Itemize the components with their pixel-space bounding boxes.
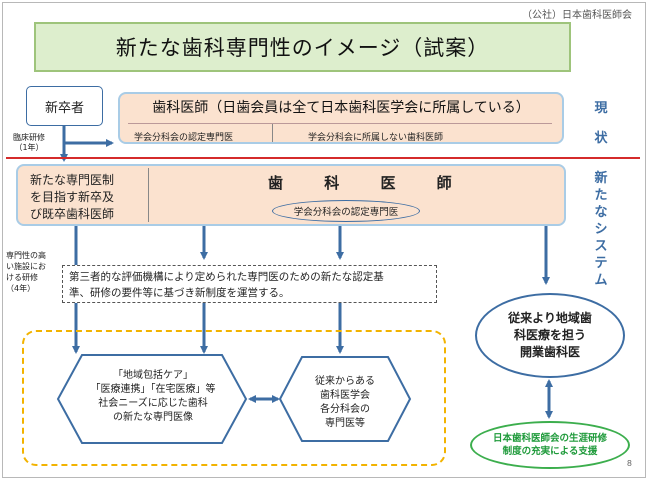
current-status-label: 現 状 xyxy=(588,98,614,150)
page-title: 新たな歯科専門性のイメージ（試案） xyxy=(115,36,490,60)
support-line: 制度の充実による支援 xyxy=(502,446,598,457)
new-label-char: テ xyxy=(594,256,608,271)
new-label-char: ス xyxy=(594,239,608,254)
social-needs-line: 「医療連携」「在宅医療」等 xyxy=(90,384,216,395)
new-left-line: び既卒歯科医師 xyxy=(30,207,115,221)
new-label-char: た xyxy=(594,188,608,203)
new-left-line: を目指す新卒及 xyxy=(30,190,115,204)
local-practitioner-line: 従来より地域歯 xyxy=(508,311,592,325)
social-needs-text: 「地域包括ケア」 「医療連携」「在宅医療」等 社会ニーズに応じた歯科 の新たな専… xyxy=(78,369,228,425)
clinical-training-duration: （1年） xyxy=(14,143,44,152)
local-practitioner-oval: 従来より地域歯 科医療を担う 開業歯科医 xyxy=(475,293,625,378)
organization-label: （公社）日本歯科医師会 xyxy=(522,10,632,21)
existing-specialists-text: 従来からある 歯科医学会 各分科会の 専門医等 xyxy=(290,375,400,431)
lifelong-training-support-oval: 日本歯科医師会の生涯研修 制度の充実による支援 xyxy=(470,421,630,469)
new-label-char: 新 xyxy=(594,171,608,186)
hexagon-social-needs xyxy=(56,354,248,444)
new-system-box: 新たな専門医制 を目指す新卒及 び既卒歯科医師 歯 科 医 師 学会分科会の認定… xyxy=(16,164,566,226)
clinical-training-line: 臨床研修 xyxy=(13,133,45,142)
divider-red-line xyxy=(6,157,640,159)
current-dentist-box: 歯科医師（日歯会員は全て日本歯科医学会に所属している） 学会分科会の認定専門医 … xyxy=(118,92,564,144)
non-affiliated-label: 学会分科会に所属しない歯科医師 xyxy=(308,133,444,143)
third-party-line: 第三者的な評価機構により定められた専門医のための新たな認定基 xyxy=(69,271,384,283)
current-dentist-heading: 歯科医師（日歯会員は全て日本歯科医学会に所属している） xyxy=(152,100,530,116)
advanced-training-line: ける研修 xyxy=(6,273,38,282)
existing-specialists-line: 専門医等 xyxy=(325,418,365,429)
social-needs-line: 社会ニーズに応じた歯科 xyxy=(98,398,208,409)
new-system-divider xyxy=(148,168,149,222)
existing-specialists-line: 歯科医学会 xyxy=(320,390,370,401)
social-needs-line: 「地域包括ケア」 xyxy=(113,370,193,381)
advanced-training-line: （4年） xyxy=(6,284,36,293)
certified-specialist-oval: 学会分科会の認定専門医 xyxy=(272,200,420,222)
current-label-char: 状 xyxy=(594,131,608,146)
new-graduate-label: 新卒者 xyxy=(44,100,84,116)
slide-frame xyxy=(2,2,646,478)
advanced-training-line: 専門性の高 xyxy=(6,251,46,260)
specialist-image-area xyxy=(22,330,446,466)
support-line: 日本歯科医師会の生涯研修 xyxy=(492,433,607,444)
title-banner: 新たな歯科専門性のイメージ（試案） xyxy=(34,22,571,72)
third-party-line: 準、研修の要件等に基づき新制度を運営する。 xyxy=(69,287,290,299)
hexagon-existing-specialists xyxy=(278,356,412,442)
social-needs-line: の新たな専門医像 xyxy=(113,412,193,423)
local-practitioner-line: 科医療を担う xyxy=(513,328,586,342)
new-graduate-box: 新卒者 xyxy=(26,86,103,126)
certified-specialist-label: 学会分科会の認定専門医 xyxy=(134,133,234,143)
certified-oval-label: 学会分科会の認定専門医 xyxy=(293,207,399,218)
new-label-char: シ xyxy=(594,222,608,237)
current-label-char: 現 xyxy=(594,101,608,116)
current-dentist-divider xyxy=(272,124,273,142)
advanced-training-line: い施設にお xyxy=(6,262,46,271)
local-practitioner-line: 開業歯科医 xyxy=(519,345,580,359)
new-system-left-text: 新たな専門医制 を目指す新卒及 び既卒歯科医師 xyxy=(30,172,114,223)
new-system-label: 新 た な シ ス テ ム xyxy=(590,170,612,289)
new-left-line: 新たな専門医制 xyxy=(30,173,115,187)
page-number: 8 xyxy=(626,459,632,468)
clinical-training-label: 臨床研修 （1年） xyxy=(4,133,54,153)
third-party-evaluation-box: 第三者的な評価機構により定められた専門医のための新たな認定基 準、研修の要件等に… xyxy=(62,265,437,303)
new-label-char: ム xyxy=(594,273,608,288)
advanced-training-label: 専門性の高 い施設にお ける研修 （4年） xyxy=(6,250,58,294)
new-label-char: な xyxy=(594,205,608,220)
existing-specialists-line: 各分科会の xyxy=(320,404,370,415)
current-dentist-separator xyxy=(128,123,552,124)
existing-specialists-line: 従来からある xyxy=(315,376,375,387)
new-system-dentist-title: 歯 科 医 師 xyxy=(268,174,470,192)
